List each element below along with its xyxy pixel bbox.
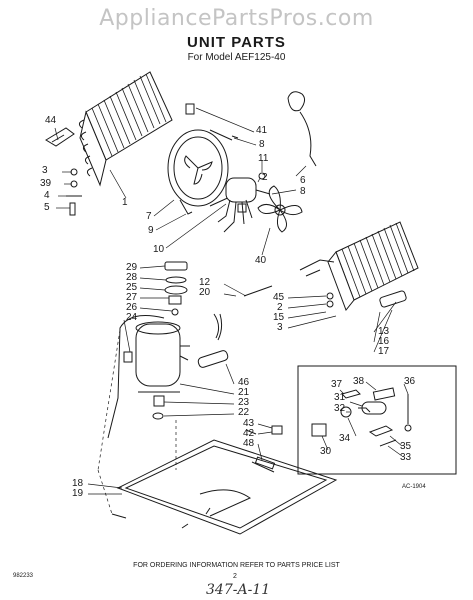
callout-8: 8 — [259, 139, 265, 150]
callout-11: 11 — [258, 153, 269, 164]
callout-8b: 8 — [300, 186, 306, 197]
callout-15: 15 — [273, 312, 285, 323]
callout-12: 12 — [199, 277, 211, 288]
callout-17: 17 — [378, 346, 390, 357]
callout-3: 3 — [42, 165, 48, 176]
compressor — [135, 321, 190, 393]
callout-39: 39 — [40, 178, 52, 189]
callout-48: 48 — [243, 438, 255, 449]
callout-22: 22 — [238, 407, 250, 418]
watermark-text: AppliancePartsPros.com — [99, 6, 374, 31]
leader-lines — [54, 107, 409, 495]
callout-4: 4 — [44, 190, 50, 201]
callout-36: 36 — [404, 376, 416, 387]
callout-13: 13 — [378, 326, 390, 337]
callout-10: 10 — [153, 244, 165, 255]
callout-45: 45 — [273, 292, 285, 303]
callout-26: 26 — [126, 302, 138, 313]
callout-19: 19 — [72, 488, 84, 499]
electrical-components — [311, 387, 412, 447]
callout-25: 25 — [126, 282, 138, 293]
base-pan — [116, 439, 338, 535]
condenser-coil — [78, 71, 173, 187]
callout-38: 38 — [353, 376, 365, 387]
callout-44: 44 — [45, 115, 57, 126]
callout-5: 5 — [44, 202, 50, 213]
callout-33: 33 — [400, 452, 412, 463]
callout-31: 31 — [334, 392, 346, 403]
document-code: 982233 — [13, 573, 34, 579]
callout-34: 34 — [339, 433, 351, 444]
callout-43: 43 — [243, 418, 255, 429]
page-number: 2 — [233, 573, 237, 580]
callout-24: 24 — [126, 312, 138, 323]
handwritten-annotation: 347-A-11 — [206, 582, 271, 598]
callout-21: 21 — [238, 387, 250, 398]
callout-29: 29 — [126, 262, 138, 273]
electrical-inset — [297, 365, 457, 475]
callout-28: 28 — [126, 272, 138, 283]
fan-motor — [217, 177, 271, 233]
callout-41: 41 — [256, 125, 268, 136]
callout-7: 7 — [146, 211, 152, 222]
callout-9: 9 — [148, 225, 154, 236]
bracket-part — [45, 127, 75, 147]
callout-1: 1 — [122, 197, 128, 208]
callout-37: 37 — [331, 379, 343, 390]
blower-fan — [257, 185, 303, 233]
callout-40: 40 — [255, 255, 267, 266]
callout-18: 18 — [72, 478, 84, 489]
evaporator-coil — [299, 221, 419, 311]
diagram-code: AC-1904 — [402, 484, 426, 490]
callout-20: 20 — [199, 287, 211, 298]
model-subtitle: For Model AEF125-40 — [187, 52, 286, 63]
fan-shroud — [167, 129, 233, 215]
callout-32: 32 — [334, 403, 346, 414]
callout-16: 16 — [378, 336, 390, 347]
callout-42: 42 — [243, 428, 255, 439]
callout-6: 6 — [300, 175, 306, 186]
callout-3b: 3 — [277, 322, 283, 333]
callout-46: 46 — [238, 377, 250, 388]
callout-2b: 2 — [277, 302, 283, 313]
callout-2: 2 — [262, 172, 268, 183]
callout-23: 23 — [238, 397, 250, 408]
ordering-note: FOR ORDERING INFORMATION REFER TO PARTS … — [133, 562, 340, 569]
page-title: UNIT PARTS — [187, 34, 286, 51]
callout-27: 27 — [126, 292, 138, 303]
callout-30: 30 — [320, 446, 332, 457]
callout-35: 35 — [400, 441, 412, 452]
